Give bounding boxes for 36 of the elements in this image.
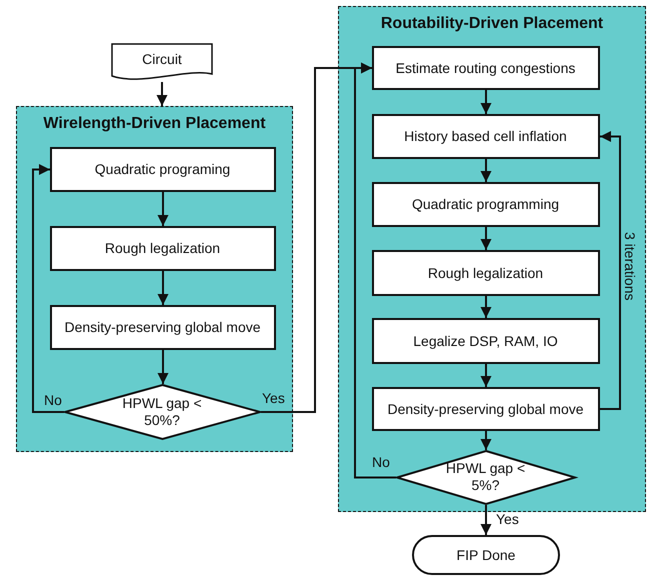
arrow xyxy=(158,192,168,226)
process-box: Rough legalization xyxy=(50,226,276,270)
process-box: Estimate routing congestions xyxy=(372,46,600,90)
arrow xyxy=(158,271,168,305)
process-box: Density-preserving global move xyxy=(372,386,600,430)
decision-diamond: HPWL gap < 50%? xyxy=(64,384,260,440)
arrow xyxy=(32,164,64,413)
arrow xyxy=(156,82,168,106)
arrow xyxy=(480,296,492,318)
edge-label: Yes xyxy=(262,390,285,406)
edge-label: No xyxy=(44,392,62,408)
arrow xyxy=(480,90,492,114)
process-box: History based cell inflation xyxy=(372,114,600,158)
arrow xyxy=(480,431,492,450)
arrow xyxy=(480,505,492,535)
arrow xyxy=(480,364,492,387)
process-box: Legalize DSP, RAM, IO xyxy=(372,318,600,364)
arrow xyxy=(354,62,396,478)
group-panel xyxy=(338,6,646,512)
process-box: Rough legalization xyxy=(372,250,600,296)
group-title: Wirelength-Driven Placement xyxy=(42,115,267,133)
arrow xyxy=(480,227,492,250)
edge-label: No xyxy=(372,454,390,470)
document-shape: Circuit xyxy=(111,43,213,82)
group-panel xyxy=(16,106,293,452)
edge-label: Yes xyxy=(496,511,519,527)
arrow xyxy=(600,131,621,410)
process-box: Density-preserving global move xyxy=(50,304,276,350)
terminal-box: FIP Done xyxy=(412,535,560,575)
arrow xyxy=(480,159,492,182)
edge-label: 3 iterations xyxy=(622,232,638,300)
process-box: Quadratic programing xyxy=(50,146,276,192)
arrow xyxy=(158,350,168,384)
group-title: Routability-Driven Placement xyxy=(380,15,604,33)
decision-diamond: HPWL gap < 5%? xyxy=(396,450,576,504)
process-box: Quadratic programming xyxy=(372,182,600,226)
